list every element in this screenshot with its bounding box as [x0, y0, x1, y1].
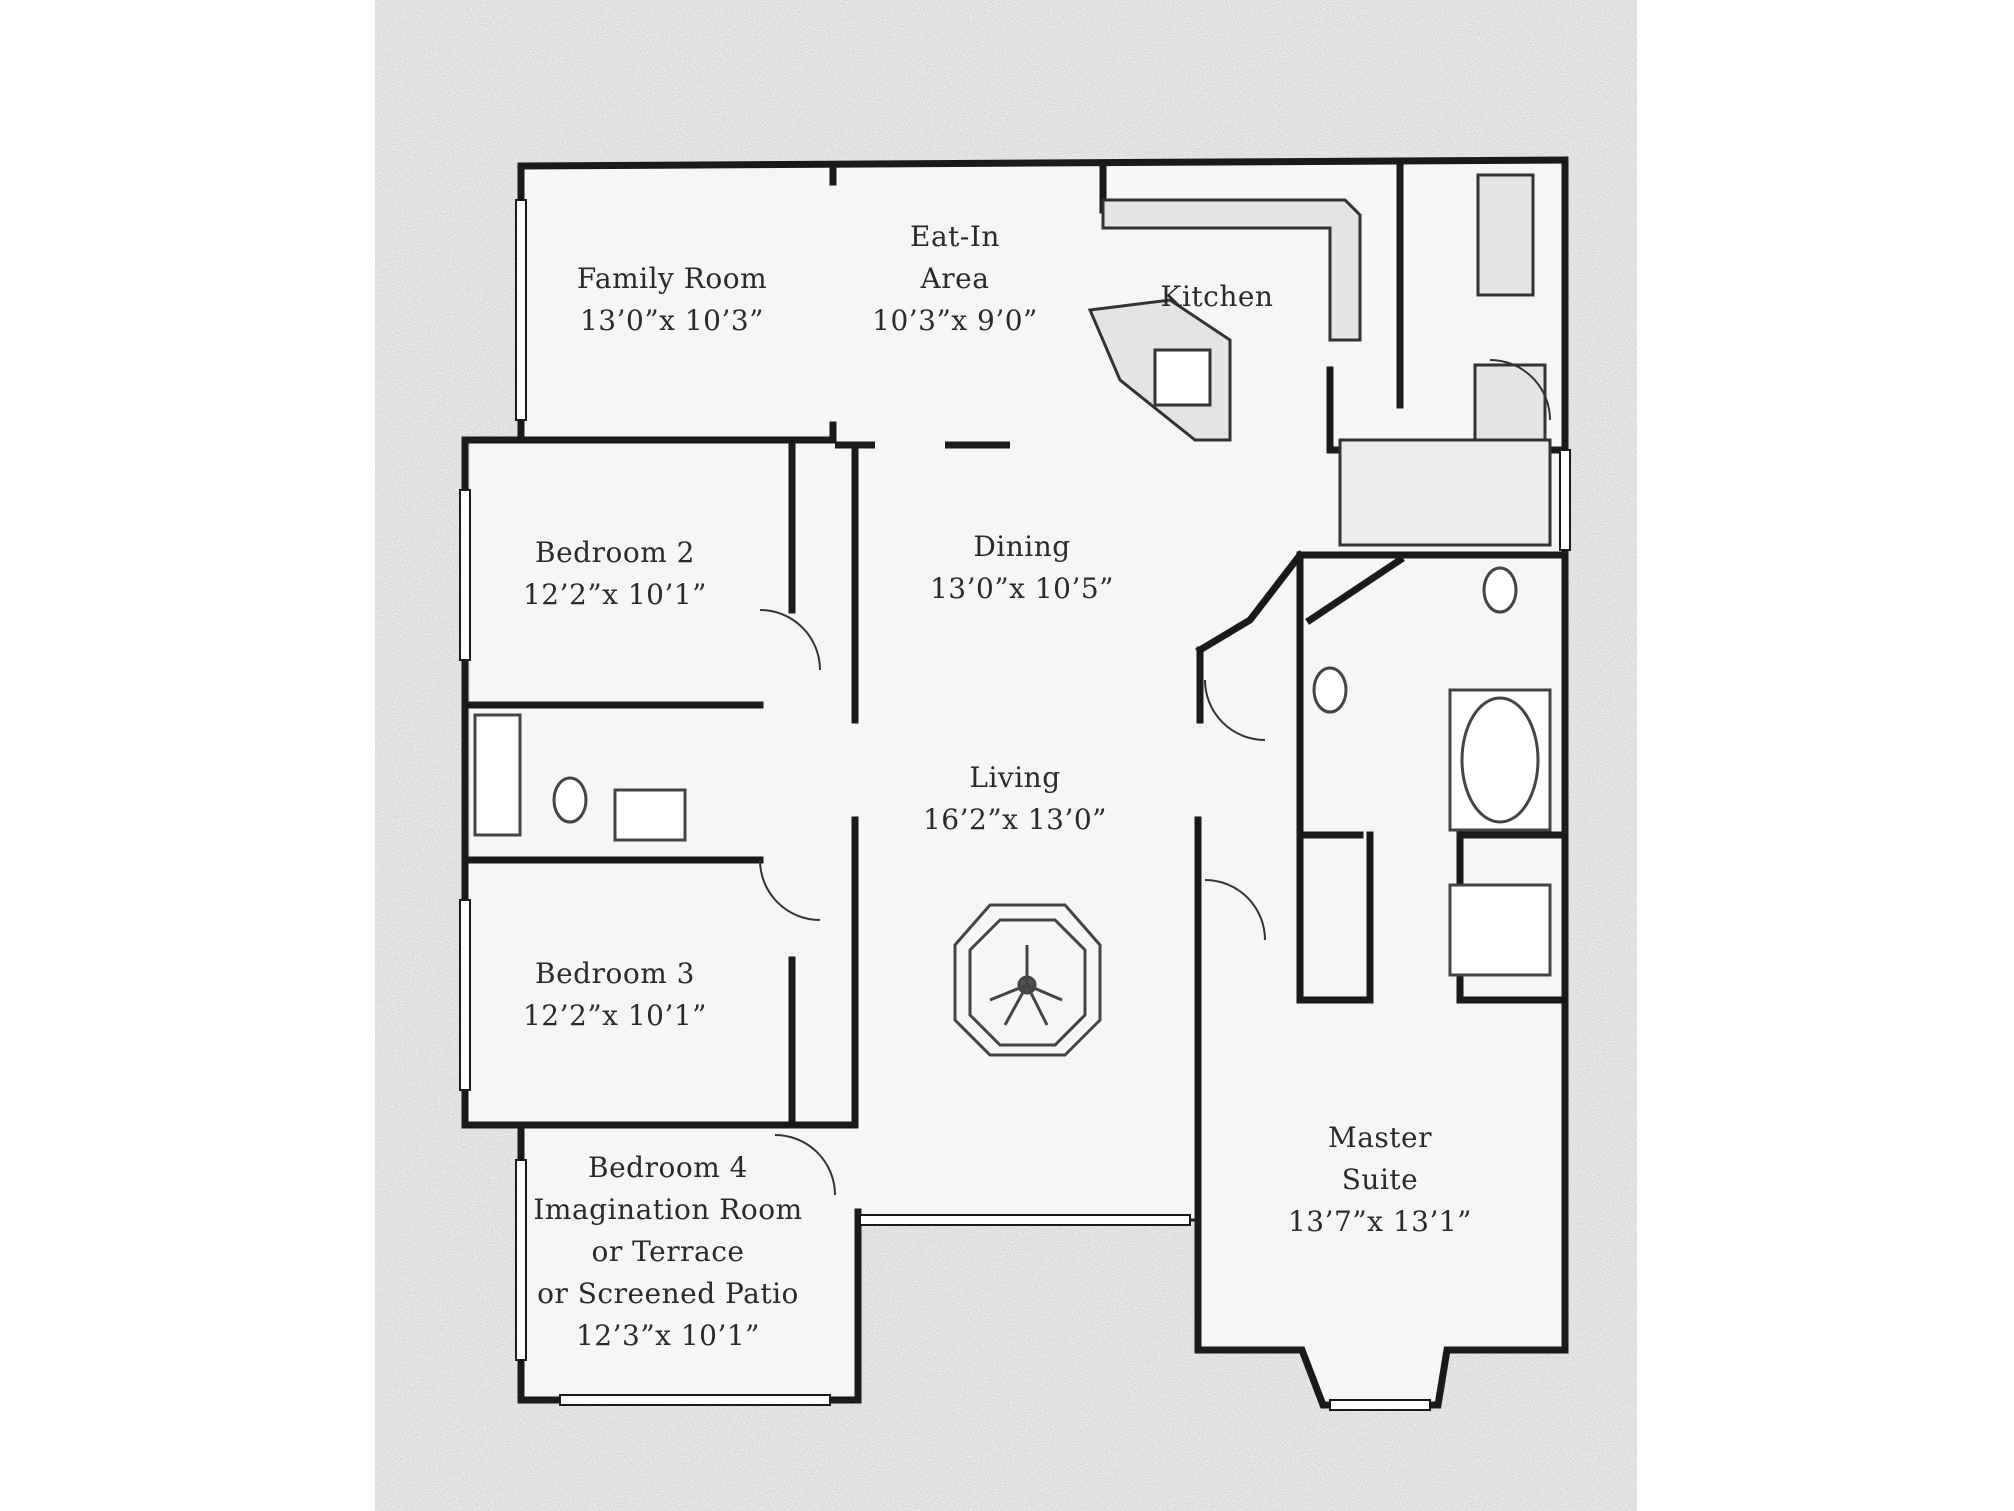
master-name-2: Suite	[1341, 1163, 1419, 1196]
dining-dims: 13’0”x 10’5”	[929, 572, 1115, 605]
bedroom3-dims: 12’2”x 10’1”	[522, 999, 708, 1032]
doors	[759, 359, 1551, 1196]
ceiling-fan-icon	[953, 903, 1102, 1057]
windows	[459, 199, 1571, 1411]
kitchen-counters	[1087, 173, 1552, 547]
bedroom4-name-1: Bedroom 4	[588, 1151, 748, 1184]
master-dims: 13’7”x 13’1”	[1287, 1205, 1473, 1238]
bath-fixtures	[473, 566, 1552, 977]
eat-in-name-1: Eat-In	[910, 220, 1000, 253]
bedroom4-label: Bedroom 4 Imagination Room or Terrace or…	[533, 1147, 802, 1357]
master-suite-label: Master Suite 13’7”x 13’1”	[1288, 1117, 1472, 1243]
bedroom2-dims: 12’2”x 10’1”	[522, 578, 708, 611]
bedroom3-label: Bedroom 3 12’2”x 10’1”	[523, 953, 707, 1037]
floor-area	[465, 160, 1565, 1405]
eat-in-dims: 10’3”x 9’0”	[872, 304, 1038, 337]
kitchen-label: Kitchen	[1161, 276, 1274, 318]
bedroom2-name: Bedroom 2	[535, 536, 695, 569]
eat-in-label: Eat-In Area 10’3”x 9’0”	[872, 216, 1038, 342]
living-label: Living 16’2”x 13’0”	[923, 757, 1107, 841]
family-room-name: Family Room	[576, 262, 768, 295]
dining-label: Dining 13’0”x 10’5”	[930, 526, 1114, 610]
bedroom4-name-4: or Screened Patio	[537, 1277, 799, 1310]
bedroom3-name: Bedroom 3	[535, 957, 695, 990]
bedroom4-dims: 12’3”x 10’1”	[575, 1319, 761, 1352]
bedroom4-name-3: or Terrace	[591, 1235, 745, 1268]
family-room-dims: 13’0”x 10’3”	[579, 304, 764, 337]
dining-name: Dining	[973, 530, 1071, 563]
bedroom4-name-2: Imagination Room	[533, 1193, 803, 1226]
master-name-1: Master	[1328, 1121, 1432, 1154]
kitchen-name: Kitchen	[1160, 280, 1274, 313]
family-room-label: Family Room 13’0”x 10’3”	[577, 258, 767, 342]
bedroom2-label: Bedroom 2 12’2”x 10’1”	[523, 532, 707, 616]
living-dims: 16’2”x 13’0”	[922, 803, 1108, 836]
living-name: Living	[969, 761, 1061, 794]
eat-in-name-2: Area	[920, 262, 990, 295]
